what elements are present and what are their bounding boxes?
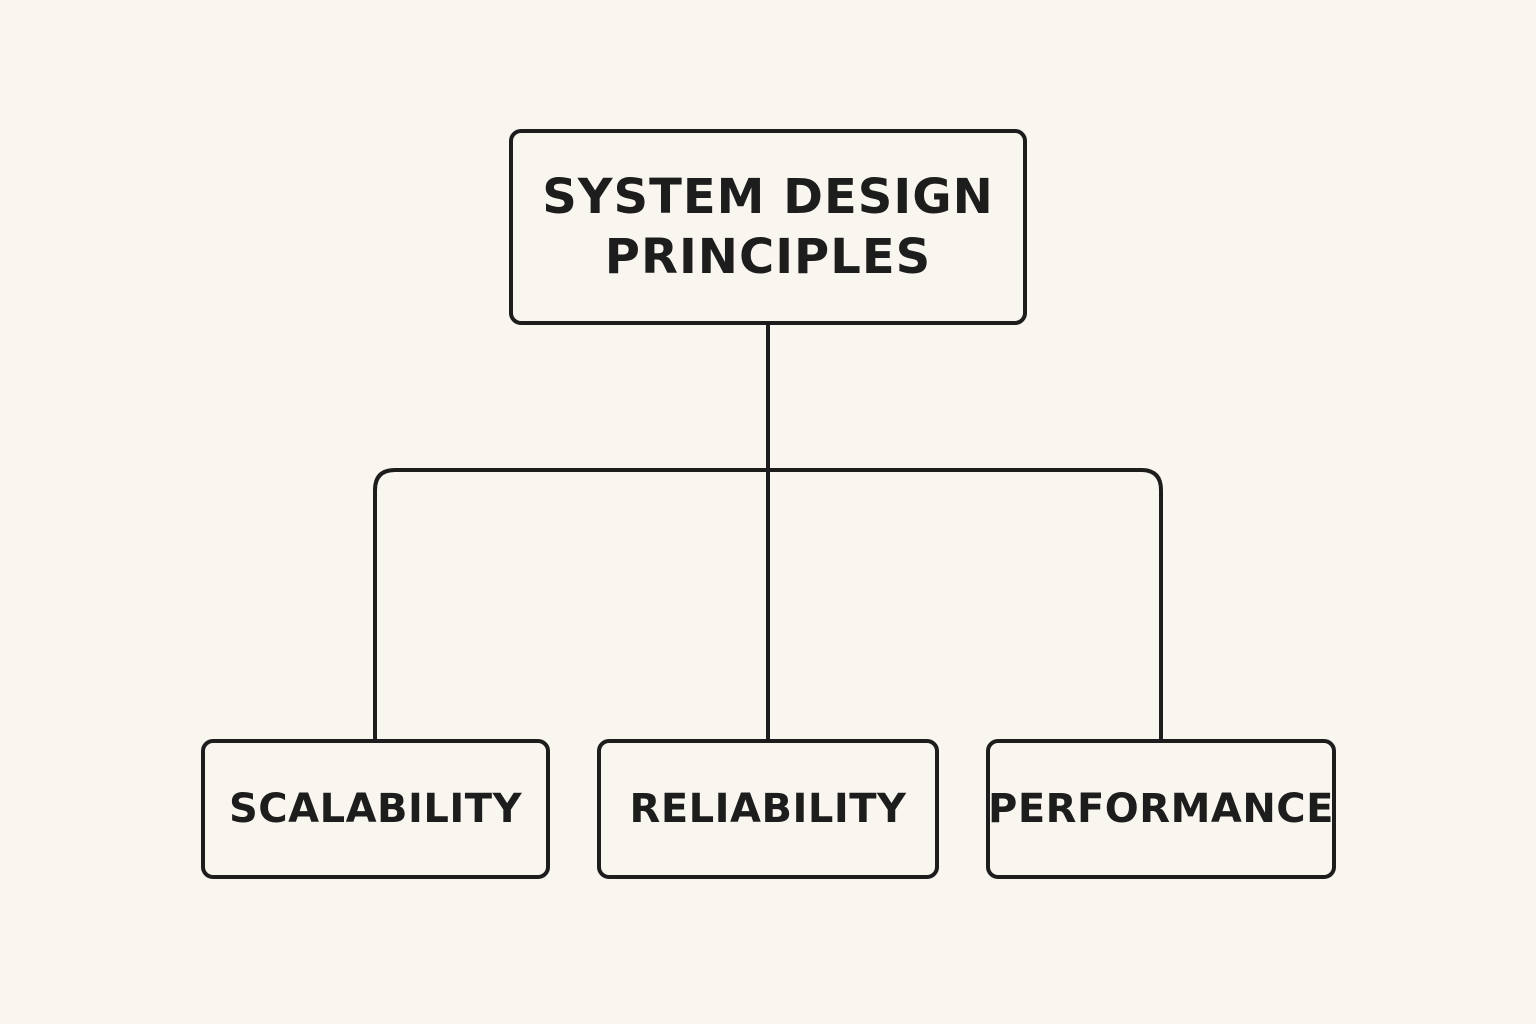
root-node-system-design-principles: SYSTEM DESIGN PRINCIPLES [509, 129, 1027, 325]
child-node-label: RELIABILITY [629, 786, 907, 832]
root-node-title-line-2: PRINCIPLES [604, 229, 932, 285]
root-node-title-line-1: SYSTEM DESIGN [542, 169, 994, 225]
child-node-label: PERFORMANCE [988, 786, 1334, 832]
child-node-scalability: SCALABILITY [201, 739, 550, 879]
child-node-label: SCALABILITY [228, 786, 523, 832]
child-node-performance: PERFORMANCE [986, 739, 1336, 879]
child-node-reliability: RELIABILITY [597, 739, 939, 879]
connector-branch [373, 468, 1163, 739]
